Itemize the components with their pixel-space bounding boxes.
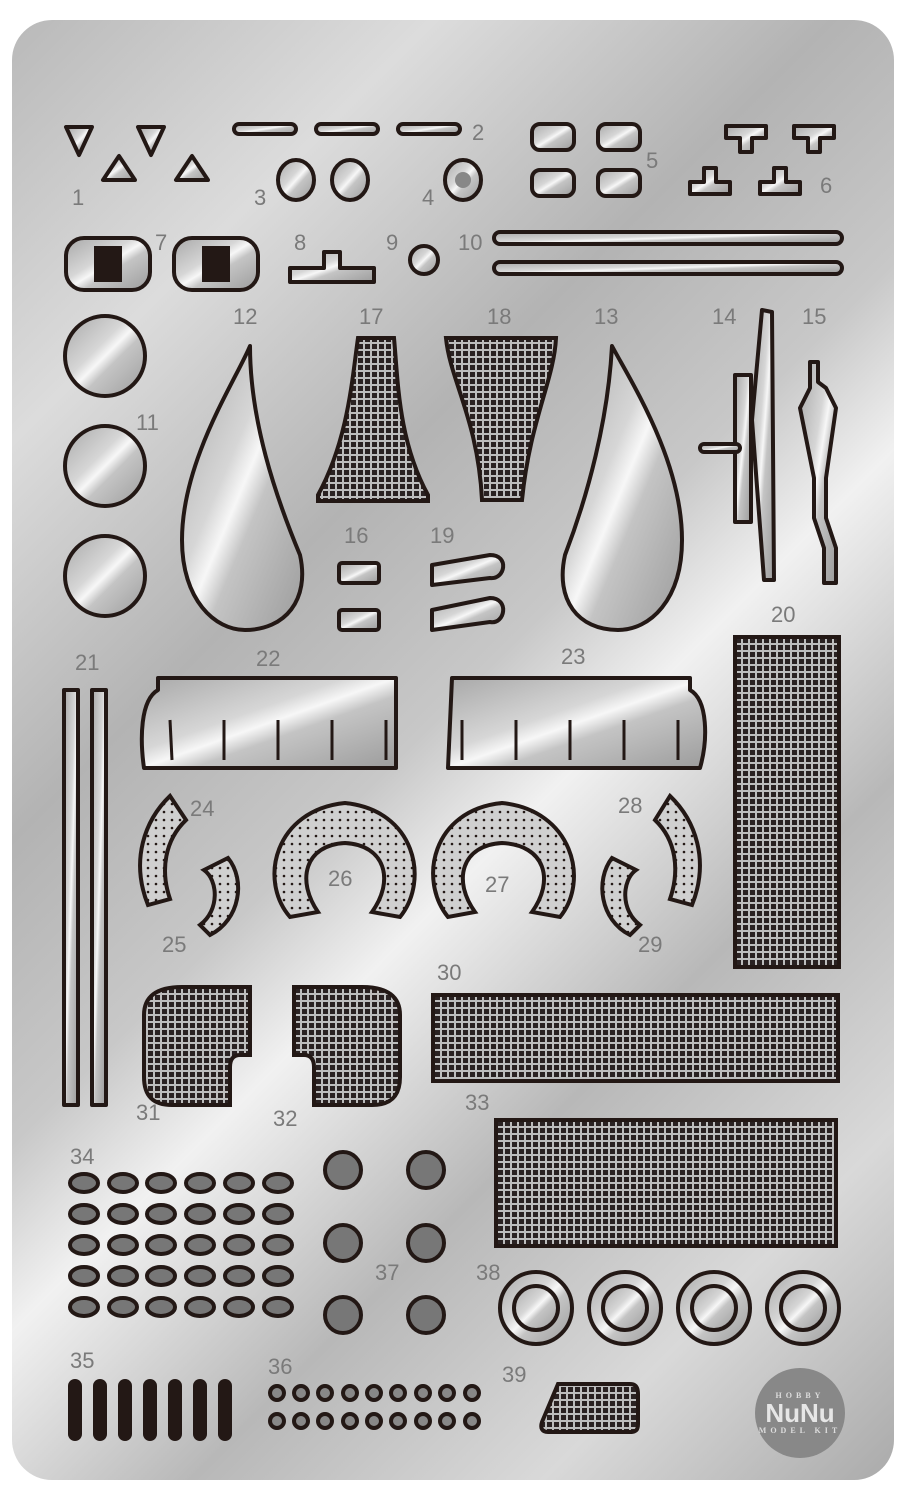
part-label-15: 15: [802, 304, 827, 329]
part-label-25: 25: [162, 932, 187, 957]
part-22-panel: [139, 676, 398, 770]
part-label-26: 26: [328, 866, 353, 891]
part-label-35: 35: [70, 1348, 95, 1373]
logo-line3: MODEL KIT: [758, 1426, 842, 1435]
part-23-panel: [446, 676, 708, 770]
logo-line2: NuNu: [765, 1398, 835, 1428]
part-11-round-mirrors: [63, 314, 147, 618]
part-24-arc: [138, 792, 189, 908]
part-39-vent: [539, 1382, 640, 1434]
part-label-19: 19: [430, 523, 455, 548]
part-label-2: 2: [472, 120, 485, 145]
part-label-7: 7: [155, 230, 168, 255]
part-29-arc: [600, 855, 644, 938]
part-32-mesh-panel: [292, 985, 402, 1107]
part-15-wiper-arm: [798, 360, 838, 585]
part-7-brackets: [64, 236, 260, 292]
part-label-8: 8: [294, 230, 307, 255]
part-label-10: 10: [458, 230, 483, 255]
part-12-teardrop-panel: [180, 344, 305, 632]
part-16-tabs: [337, 561, 381, 632]
hobby-nunu-logo: HOBBY NuNu MODEL KIT: [755, 1368, 845, 1458]
part-10-cable-ties: [492, 230, 844, 276]
part-label-13: 13: [594, 304, 619, 329]
part-34-small-plates: [68, 1172, 294, 1318]
part-2-strips: [232, 122, 462, 136]
part-label-38: 38: [476, 1260, 501, 1285]
part-18-mesh-panel: [443, 336, 559, 502]
part-label-18: 18: [487, 304, 512, 329]
part-31-mesh-panel: [142, 985, 252, 1107]
part-1-triangle-brackets: [64, 125, 210, 182]
part-label-33: 33: [465, 1090, 490, 1115]
part-label-22: 22: [256, 646, 281, 671]
part-3-discs: [276, 158, 370, 202]
part-label-36: 36: [268, 1354, 293, 1379]
part-27-horseshoe: [431, 800, 576, 920]
part-label-5: 5: [646, 148, 659, 173]
part-label-14: 14: [712, 304, 737, 329]
part-label-29: 29: [638, 932, 663, 957]
logo-line1: HOBBY: [775, 1391, 825, 1400]
part-30-horizontal-grille: [431, 993, 840, 1083]
part-label-20: 20: [771, 602, 796, 627]
part-14-wiper: [698, 308, 776, 582]
part-label-21: 21: [75, 650, 100, 675]
part-19-clips: [430, 553, 506, 632]
part-label-31: 31: [136, 1100, 161, 1125]
part-25-arc: [196, 855, 241, 938]
part-label-34: 34: [70, 1144, 95, 1169]
part-8-t-bracket: [288, 250, 376, 284]
part-label-16: 16: [344, 523, 369, 548]
part-label-23: 23: [561, 644, 586, 669]
part-17-mesh-panel: [316, 336, 430, 503]
part-label-30: 30: [437, 960, 462, 985]
part-label-24: 24: [190, 796, 215, 821]
part-label-27: 27: [485, 872, 510, 897]
part-label-12: 12: [233, 304, 258, 329]
part-label-9: 9: [386, 230, 399, 255]
part-9-wheel: [408, 244, 440, 276]
part-38-rings: [498, 1270, 841, 1346]
part-6-t-fittings: [688, 124, 836, 196]
part-5-buckles: [530, 122, 642, 198]
part-label-11: 11: [136, 410, 159, 435]
part-20-vertical-grille: [733, 635, 841, 969]
part-label-28: 28: [618, 793, 643, 818]
part-33-large-grille: [494, 1118, 838, 1248]
part-21-long-strips: [62, 688, 108, 1107]
part-label-17: 17: [359, 304, 384, 329]
part-label-32: 32: [273, 1106, 298, 1131]
part-28-arc: [652, 792, 702, 908]
part-13-teardrop-panel: [560, 344, 684, 632]
part-label-6: 6: [820, 173, 833, 198]
part-label-1: 1: [72, 185, 85, 210]
part-label-39: 39: [502, 1362, 527, 1387]
part-26-horseshoe: [272, 800, 417, 920]
part-label-3: 3: [254, 185, 267, 210]
part-36-washers: [268, 1384, 481, 1430]
part-37-hooks: [323, 1150, 446, 1335]
part-35-links: [68, 1379, 232, 1441]
part-label-37: 37: [375, 1260, 400, 1285]
part-4-disc: [443, 158, 483, 202]
part-label-4: 4: [422, 185, 435, 210]
